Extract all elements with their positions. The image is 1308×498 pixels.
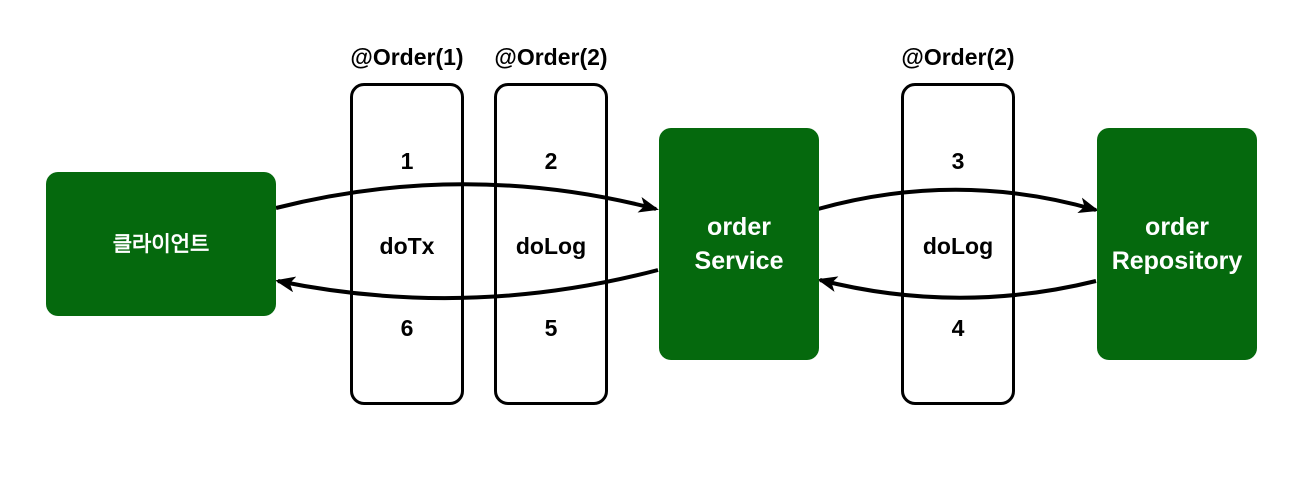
aspect-box-order-2-dolog-repository — [901, 83, 1015, 405]
order-repository-node: order Repository — [1097, 128, 1257, 360]
step-number: 6 — [400, 315, 414, 341]
order-repository-label-line1: order — [1145, 213, 1209, 241]
order-service-node: order Service — [659, 128, 819, 360]
advice-name: doTx — [379, 233, 435, 259]
step-number: 5 — [544, 315, 558, 341]
aspect-order-label: @Order(1) — [350, 44, 464, 70]
advice-name: doLog — [515, 233, 587, 259]
arrow-repository-to-service — [817, 276, 1097, 300]
advice-name: doLog — [922, 233, 994, 259]
client-label: 클라이언트 — [112, 232, 210, 256]
client-node: 클라이언트 — [46, 172, 276, 316]
step-number: 3 — [951, 148, 965, 174]
aspect-order-label: @Order(2) — [901, 44, 1015, 70]
step-number: 2 — [544, 148, 558, 174]
aspect-box-order-2-dolog — [494, 83, 608, 405]
aspect-order-label: @Order(2) — [494, 44, 608, 70]
aspect-box-order-1-dotx — [350, 83, 464, 405]
arrow-service-to-repository — [817, 187, 1099, 213]
order-repository-label-line2: Repository — [1111, 247, 1243, 275]
order-service-label-line2: Service — [694, 247, 784, 275]
order-service-label-line1: order — [707, 213, 771, 241]
step-number: 4 — [951, 315, 965, 341]
step-number: 1 — [400, 148, 414, 174]
